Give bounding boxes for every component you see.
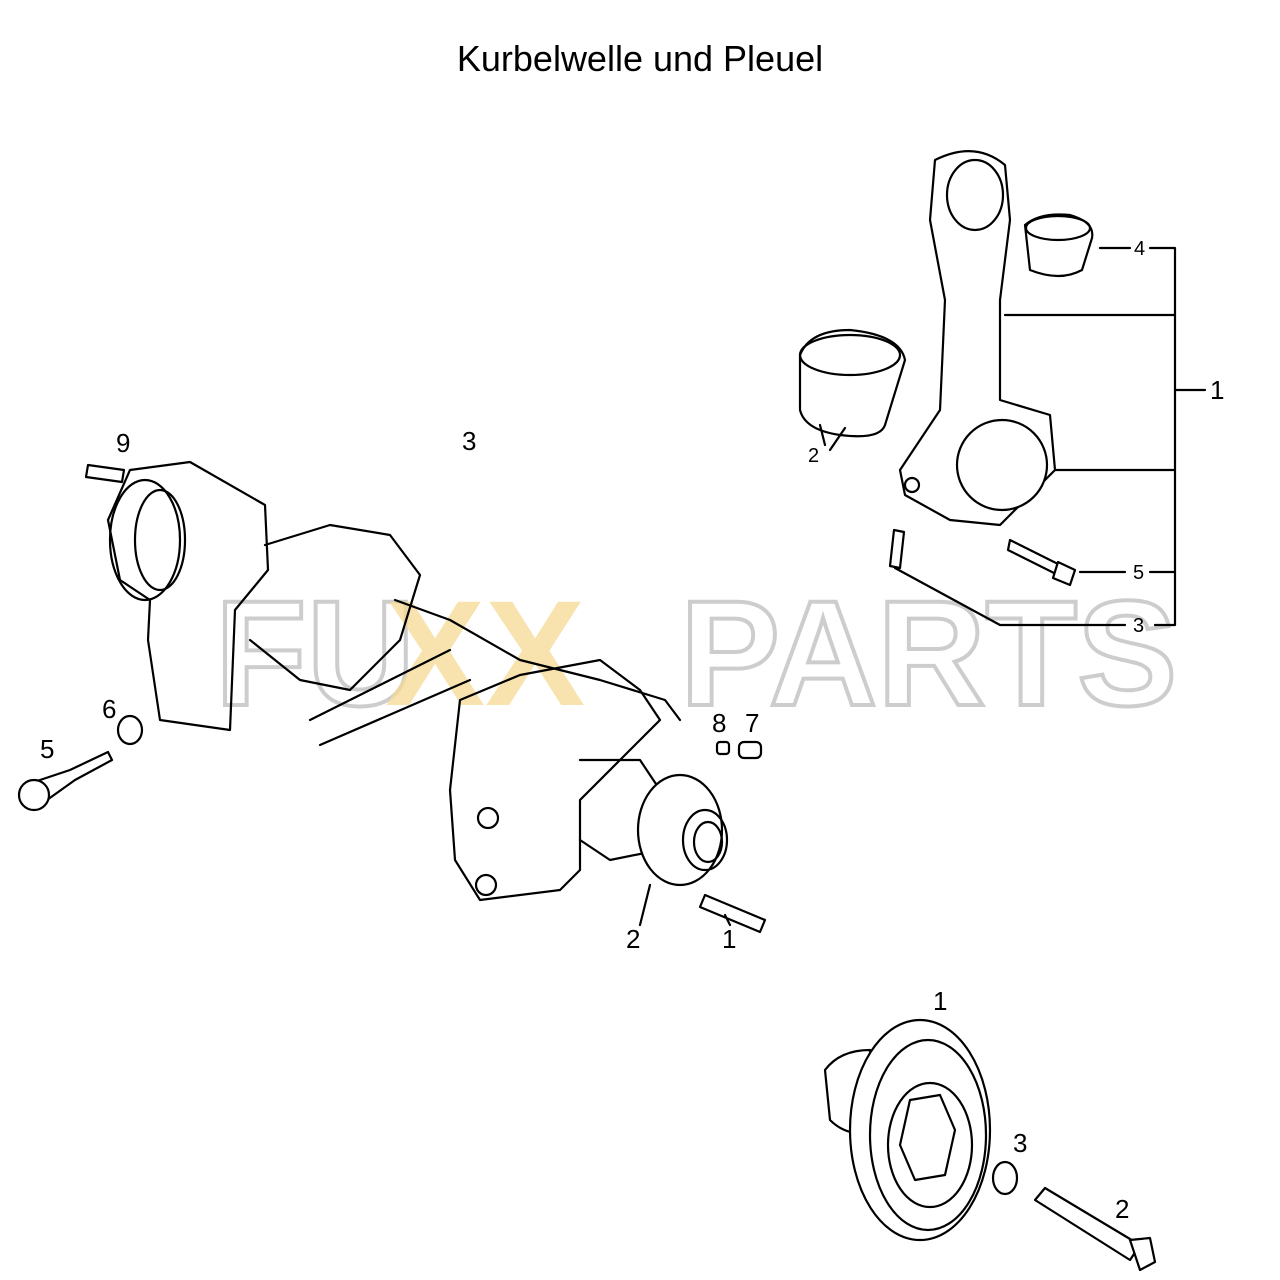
label-crank-9: 9 — [116, 428, 130, 458]
label-rod-4: 4 — [1134, 238, 1145, 260]
connecting-rod-drawing — [798, 150, 1207, 627]
label-crank-8: 8 — [712, 708, 726, 738]
label-pulley-3: 3 — [1013, 1128, 1027, 1158]
label-rod-5: 5 — [1133, 562, 1144, 584]
watermark-xx: XX — [385, 569, 585, 737]
label-pulley-2: 2 — [1115, 1194, 1129, 1224]
crankshaft-drawing — [17, 460, 767, 934]
connecting-rod-part-labels: 4 1 2 5 3 — [808, 238, 1224, 637]
pulley-part-labels: 1 3 2 — [933, 986, 1129, 1224]
label-crank-2: 2 — [626, 924, 640, 954]
crankshaft-part-labels: 9 6 5 8 7 2 1 — [40, 428, 759, 954]
pulley-drawing — [823, 1018, 1157, 1272]
label-rod-2: 2 — [808, 445, 819, 467]
label-rod-1: 1 — [1210, 375, 1224, 405]
label-crank-5: 5 — [40, 734, 54, 764]
label-pulley-1: 1 — [933, 986, 947, 1016]
group-label: 3 — [462, 426, 476, 456]
watermark-parts: PARTS — [680, 569, 1177, 737]
label-crank-1: 1 — [722, 924, 736, 954]
watermark-logo: FU XX PARTS — [213, 567, 1179, 739]
diagram-title: Kurbelwelle und Pleuel — [456, 38, 824, 79]
label-rod-3: 3 — [1133, 615, 1144, 637]
label-crank-6: 6 — [102, 694, 116, 724]
label-crank-7: 7 — [745, 708, 759, 738]
